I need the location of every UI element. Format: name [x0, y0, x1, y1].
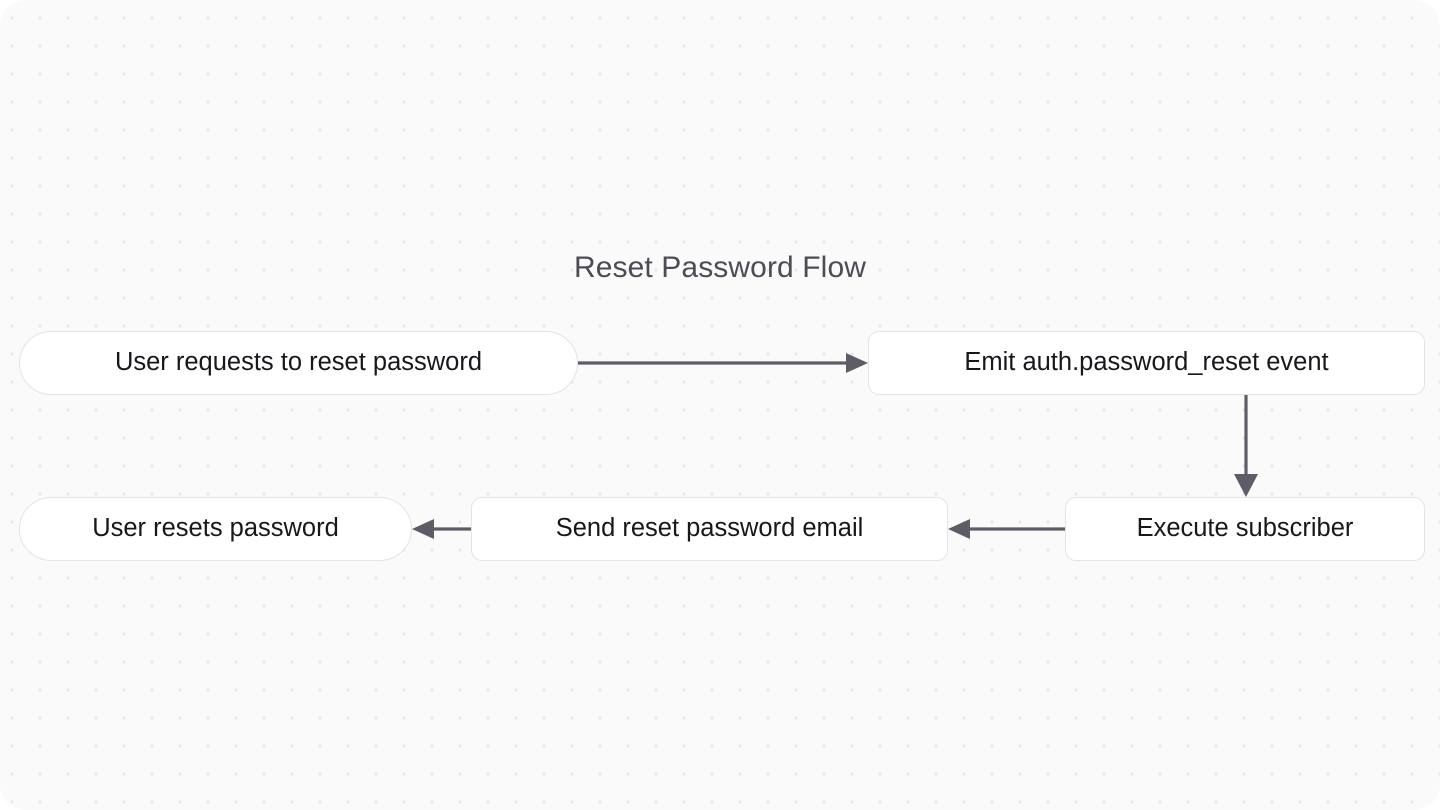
edge-execute-to-email [948, 519, 1065, 539]
flow-node-execute-subscriber[interactable]: Execute subscriber [1065, 497, 1425, 561]
flow-node-user-requests-reset[interactable]: User requests to reset password [19, 331, 578, 395]
flow-node-emit-event[interactable]: Emit auth.password_reset event [868, 331, 1425, 395]
edge-email-to-reset [412, 519, 471, 539]
diagram-title: Reset Password Flow [574, 251, 866, 284]
edge-request-to-emit [578, 353, 868, 373]
flow-node-send-reset-email[interactable]: Send reset password email [471, 497, 948, 561]
flow-node-user-resets-password[interactable]: User resets password [19, 497, 412, 561]
edge-emit-to-execute [1234, 395, 1258, 497]
